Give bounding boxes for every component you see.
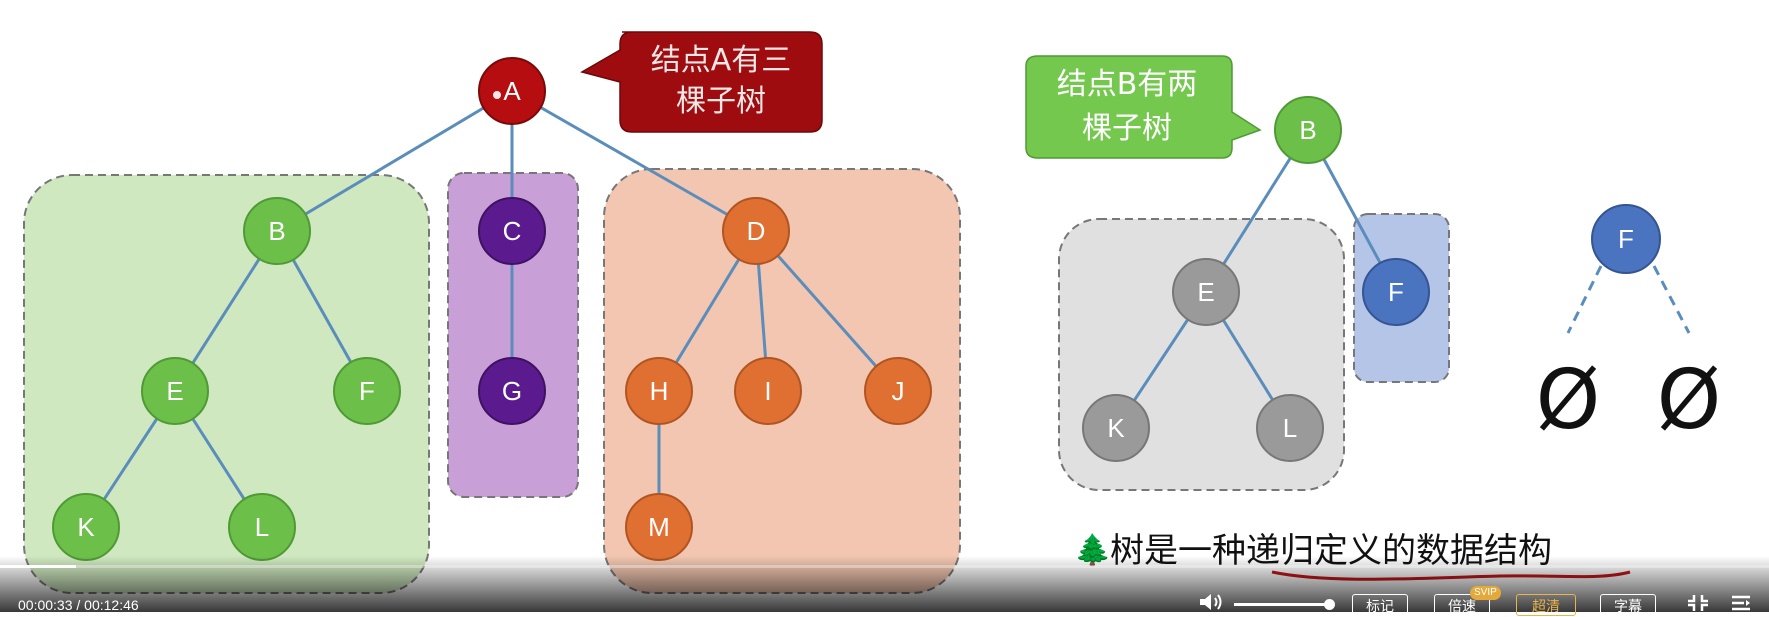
- node-k: K: [52, 493, 120, 561]
- node-d: D: [722, 197, 790, 265]
- node-b: B: [243, 197, 311, 265]
- time-readout: 00:00:33 / 00:12:46: [18, 597, 139, 613]
- callout-a-line1: 结点A有三: [651, 43, 792, 78]
- node-l: L: [228, 493, 296, 561]
- subtitles-button[interactable]: 字幕: [1600, 594, 1656, 616]
- player-control-bar: [0, 556, 1769, 612]
- svip-badge: SVIP: [1470, 586, 1501, 600]
- node-a: A: [478, 57, 546, 125]
- menu-icon[interactable]: [1730, 594, 1752, 612]
- node-f: F: [333, 357, 401, 425]
- node-e-label: E: [166, 376, 183, 406]
- node-c-label: C: [503, 216, 522, 246]
- middle-node-f-label: F: [1388, 277, 1404, 307]
- callout-b-line2: 棵子树: [1082, 111, 1172, 146]
- node-g-label: G: [502, 376, 522, 406]
- right-node-f-label: F: [1618, 224, 1634, 254]
- callout-node-a: 结点A有三 棵子树: [580, 31, 823, 133]
- middle-node-k-label: K: [1107, 413, 1125, 443]
- bookmark-button[interactable]: 标记: [1352, 594, 1408, 616]
- middle-node-l: L: [1256, 394, 1324, 462]
- node-m-label: M: [648, 512, 670, 542]
- middle-node-l-label: L: [1283, 413, 1297, 443]
- right-node-f: F: [1591, 204, 1661, 274]
- node-a-label: A: [503, 76, 521, 106]
- progress-fill: [0, 565, 77, 568]
- callout-a-line2: 棵子树: [676, 84, 766, 119]
- node-b-label: B: [268, 216, 285, 246]
- empty-subtree-left: Ø: [1536, 353, 1601, 448]
- node-m: M: [625, 493, 693, 561]
- node-g: G: [478, 357, 546, 425]
- node-l-label: L: [255, 512, 269, 542]
- node-j: J: [864, 357, 932, 425]
- node-c: C: [478, 197, 546, 265]
- middle-node-e-label: E: [1197, 277, 1214, 307]
- node-h: H: [625, 357, 693, 425]
- node-f-label: F: [359, 376, 375, 406]
- right-tree-edges: [1566, 265, 1691, 334]
- callout-b-line1: 结点B有两: [1057, 67, 1198, 102]
- middle-node-e: E: [1172, 258, 1240, 326]
- progress-bar[interactable]: [0, 565, 1769, 568]
- callout-node-b: 结点B有两 棵子树: [1025, 55, 1262, 159]
- middle-node-k: K: [1082, 394, 1150, 462]
- node-d-label: D: [747, 216, 766, 246]
- volume-icon[interactable]: [1198, 592, 1224, 612]
- node-h-label: H: [650, 376, 669, 406]
- node-k-label: K: [77, 512, 95, 542]
- node-j-label: J: [892, 376, 905, 406]
- empty-subtree-right: Ø: [1657, 353, 1722, 448]
- middle-node-f: F: [1362, 258, 1430, 326]
- volume-slider[interactable]: [1234, 603, 1334, 606]
- node-i-label: I: [764, 376, 771, 406]
- middle-node-b-label: B: [1299, 115, 1316, 145]
- quality-button[interactable]: 超清: [1516, 594, 1576, 616]
- middle-node-b: B: [1274, 96, 1342, 164]
- node-e: E: [141, 357, 209, 425]
- exit-fullscreen-icon[interactable]: [1686, 594, 1710, 612]
- node-i: I: [734, 357, 802, 425]
- volume-knob[interactable]: [1324, 599, 1335, 610]
